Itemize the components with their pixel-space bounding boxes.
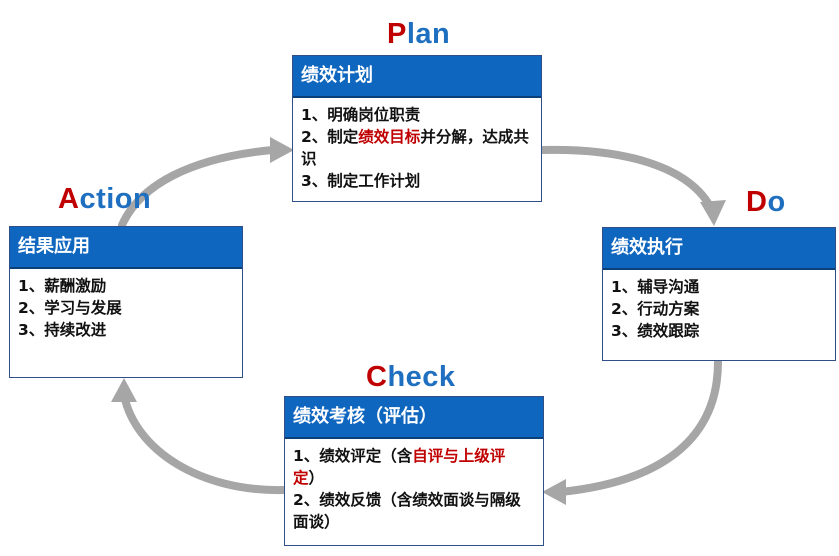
check-title: Check xyxy=(366,361,456,393)
plan-item-2: 2、制定绩效目标并分解，达成共识 xyxy=(301,126,533,170)
plan-item-1-text: 1、明确岗位职责 xyxy=(301,106,421,124)
arrowhead-check xyxy=(542,479,566,505)
check-title-rest: heck xyxy=(387,361,456,393)
plan-title-initial: P xyxy=(387,18,407,50)
action-title-rest: ction xyxy=(79,183,152,215)
plan-title: Plan xyxy=(387,18,450,50)
do-box: 绩效执行 1、辅导沟通 2、行动方案 3、绩效跟踪 xyxy=(602,227,836,361)
plan-item-3-text: 3、制定工作计划 xyxy=(301,172,421,190)
do-title-rest: o xyxy=(767,186,786,218)
check-header: 绩效考核（评估） xyxy=(285,397,543,439)
action-box: 结果应用 1、薪酬激励 2、学习与发展 3、持续改进 xyxy=(9,226,243,378)
arrowhead-action xyxy=(111,378,137,402)
plan-header: 绩效计划 xyxy=(293,56,541,98)
plan-title-rest: lan xyxy=(406,18,451,50)
do-title: Do xyxy=(746,186,786,218)
do-header: 绩效执行 xyxy=(603,228,835,270)
arrow-do-to-check xyxy=(556,358,722,496)
do-item-1: 1、辅导沟通 xyxy=(611,278,700,296)
plan-item-3: 3、制定工作计划 xyxy=(301,170,533,192)
action-item-3: 3、持续改进 xyxy=(18,321,107,339)
plan-item-2-text: 2、制定 xyxy=(301,128,359,146)
arrowhead-plan xyxy=(270,137,294,163)
action-title: Action xyxy=(58,183,151,215)
check-title-initial: C xyxy=(366,361,388,393)
check-item-1-highlight: 自评与上级评定 xyxy=(293,447,506,487)
plan-item-2-suffix: 并分解，达成共识 xyxy=(301,128,529,168)
arrow-check-to-action xyxy=(120,391,288,495)
do-item-3: 3、绩效跟踪 xyxy=(611,322,700,340)
do-item-2: 2、行动方案 xyxy=(611,300,700,318)
check-item-1-text: 1、绩效评定（含 xyxy=(293,447,413,465)
arrowhead-do xyxy=(700,200,726,226)
arrow-plan-to-do xyxy=(538,145,716,214)
action-item-1: 1、薪酬激励 xyxy=(18,277,107,295)
check-box: 绩效考核（评估） 1、绩效评定（含自评与上级评定） 2、绩效反馈（含绩效面谈与隔… xyxy=(284,396,544,546)
arrow-action-to-plan xyxy=(118,146,276,229)
plan-item-1: 1、明确岗位职责 xyxy=(301,104,533,126)
plan-body: 1、明确岗位职责 2、制定绩效目标并分解，达成共识 3、制定工作计划 xyxy=(293,98,541,198)
check-item-1: 1、绩效评定（含自评与上级评定） xyxy=(293,445,535,489)
action-title-initial: A xyxy=(58,183,80,215)
check-item-2: 2、绩效反馈（含绩效面谈与隔级面谈） xyxy=(293,491,521,531)
do-title-initial: D xyxy=(746,186,768,218)
check-body: 1、绩效评定（含自评与上级评定） 2、绩效反馈（含绩效面谈与隔级面谈） xyxy=(285,439,543,539)
do-body: 1、辅导沟通 2、行动方案 3、绩效跟踪 xyxy=(603,270,835,348)
plan-item-2-highlight: 绩效目标 xyxy=(358,128,421,146)
check-item-1-suffix: ） xyxy=(308,469,325,487)
plan-box: 绩效计划 1、明确岗位职责 2、制定绩效目标并分解，达成共识 3、制定工作计划 xyxy=(292,55,542,202)
action-item-2: 2、学习与发展 xyxy=(18,299,122,317)
action-header: 结果应用 xyxy=(10,227,242,269)
action-body: 1、薪酬激励 2、学习与发展 3、持续改进 xyxy=(10,269,242,347)
